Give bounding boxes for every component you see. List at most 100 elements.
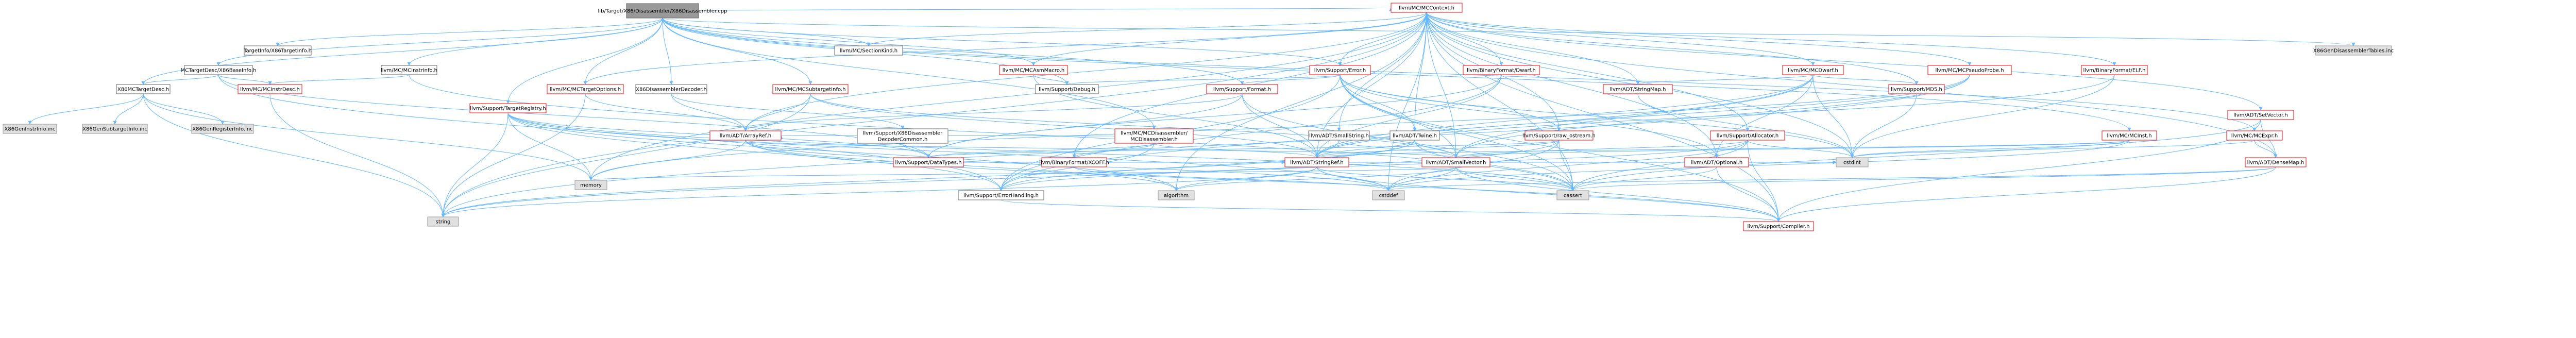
node-mctargetdesc[interactable]: X86MCTargetDesc.h [116,84,171,94]
node-box [1284,157,1349,167]
node-errorhandling[interactable]: llvm/Support/ErrorHandling.h [958,190,1044,200]
edge-root-to-mcexpr [662,18,2257,131]
node-mcinstrinfo_h[interactable]: llvm/MC/MCInstrInfo.h [381,65,437,75]
edge-mcdwarf-to-cstdint [1812,74,1854,158]
edge-mccontext-to-stringmap [1426,12,1640,85]
node-label: llvm/Support/Error.h [1314,68,1366,74]
node-string: string [427,216,459,227]
node-md5[interactable]: llvm/Support/MD5.h [1888,84,1945,94]
node-supporterror[interactable]: llvm/Support/Error.h [1309,65,1371,75]
node-mcinst[interactable]: llvm/MC/MCInst.h [2102,130,2157,141]
node-mcsubtargetinfo[interactable]: llvm/MC/MCSubtargetInfo.h [772,84,849,94]
node-label: memory [580,183,602,189]
node-box [547,84,624,94]
edge-md5-to-cstdint [1850,93,1917,158]
node-cstddef: cstddef [1372,190,1405,200]
edge-smallvector-to-algorithm [1174,166,1456,191]
node-mcinstrdesc[interactable]: llvm/MC/MCInstrDesc.h [238,84,302,94]
node-twine[interactable]: llvm/ADT/Twine.h [1389,130,1440,141]
node-label: llvm/MC/MCDisassembler/MCDisassembler.h [1121,131,1188,143]
edge-mccontext-to-allocator [1426,12,1750,131]
edge-mcexpr-to-densemap [2254,140,2278,158]
node-label: llvm/MC/MCTargetOptions.h [550,87,621,93]
edge-supportformat-to-datatypes [926,93,1243,158]
node-allocator[interactable]: llvm/Support/Allocator.h [1710,130,1785,141]
node-label: X86GenRegisterInfo.inc [192,127,253,132]
node-datatypes[interactable]: llvm/Support/DataTypes.h [893,157,964,167]
node-smallstring[interactable]: llvm/ADT/SmallString.h [1308,130,1370,141]
node-mcsectionkind[interactable]: llvm/MC/SectionKind.h [834,45,903,56]
node-mcpseudoprobe[interactable]: llvm/MC/MCPseudoProbe.h [1927,65,2012,75]
node-stringmap[interactable]: llvm/ADT/StringMap.h [1603,84,1673,94]
node-box [1041,157,1107,167]
node-box [834,45,903,56]
edge-mcinst-to-cstdint [1850,140,2130,158]
node-supportformat[interactable]: llvm/Support/Format.h [1206,84,1278,94]
edge-mccontext-to-twine [1413,12,1427,131]
node-label: X86DisassemblerDecoder.h [636,87,707,93]
node-mcexpr[interactable]: llvm/MC/MCExpr.h [2226,130,2283,141]
node-memory: memory [574,180,607,190]
node-label: llvm/Support/Compiler.h [1747,224,1809,230]
node-rawostream[interactable]: llvm/Support/raw_ostream.h [1522,130,1596,141]
node-box [184,65,253,75]
node-box [1158,190,1195,200]
edge-targetregistry-to-cassert [507,112,1575,191]
node-box [574,180,607,190]
edge-twine-to-stringref [1315,140,1415,158]
node-label: llvm/ADT/Optional.h [1691,160,1742,166]
edge-root-to-mcinstrinfo_h [407,18,663,66]
edge-mctargetdesc-to-memory [143,93,593,181]
edge-twine-to-string [441,140,1415,217]
node-label: llvm/Support/ErrorHandling.h [963,193,1039,199]
node-root[interactable]: lib/Target/X86/Disassembler/X86Disassemb… [598,3,727,19]
node-supportdebug[interactable]: llvm/Support/Debug.h [1035,84,1099,94]
node-label: X86GenDisassemblerTables.inc [2313,48,2394,54]
node-mcdwarf[interactable]: llvm/MC/MCDwarf.h [1782,65,1844,75]
node-arrayref[interactable]: llvm/ADT/ArrayRef.h [709,130,782,141]
node-mcasmmacro[interactable]: llvm/MC/MCAsmMacro.h [999,65,1068,75]
node-setvector[interactable]: llvm/ADT/SetVector.h [2227,110,2294,120]
node-box [2102,130,2157,141]
node-targetregistry[interactable]: llvm/Support/TargetRegistry.h [469,103,547,113]
node-label: llvm/BinaryFormat/Dwarf.h [1467,68,1536,74]
node-label: cstdint [1843,160,1861,166]
edge-mcdwarf-to-smallvector [1454,74,1814,158]
node-compiler[interactable]: llvm/Support/Compiler.h [1743,221,1814,231]
node-box [1308,130,1370,141]
edge-supporterror-to-cstdint [1340,74,1854,158]
node-box [1114,128,1194,144]
edge-supportformat-to-stringref [1242,93,1319,158]
node-box [469,103,547,113]
node-x86disasmdecoder[interactable]: X86DisassemblerDecoder.h [635,84,707,94]
node-binaryformatdwarf[interactable]: llvm/BinaryFormat/Dwarf.h [1463,65,1540,75]
node-optional[interactable]: llvm/ADT/Optional.h [1684,157,1749,167]
node-smallvector[interactable]: llvm/ADT/SmallVector.h [1421,157,1490,167]
edge-x86disasmdecodercommon-to-datatypes [902,143,930,158]
node-basicinfo[interactable]: MCTargetDesc/X86BaseInfo.h [181,65,257,75]
edge-stringref-to-algorithm [1174,166,1317,191]
node-mcdisassembler[interactable]: llvm/MC/MCDisassembler/MCDisassembler.h [1114,128,1194,144]
node-densemap[interactable]: llvm/ADT/DenseMap.h [2245,157,2307,167]
node-label: TargetInfo/X86TargetInfo.h [243,48,312,54]
node-elfh[interactable]: llvm/BinaryFormat/ELF.h [2081,65,2148,75]
node-stringref[interactable]: llvm/ADT/StringRef.h [1284,157,1349,167]
node-targetinfo[interactable]: TargetInfo/X86TargetInfo.h [243,45,312,56]
node-xcoff[interactable]: llvm/BinaryFormat/XCOFF.h [1039,157,1109,167]
node-box [772,84,849,94]
node-label: llvm/Support/Format.h [1213,87,1271,93]
edge-densemap-to-cassert [1571,166,2276,191]
node-mctargetoptions[interactable]: llvm/MC/MCTargetOptions.h [547,84,624,94]
node-mccontext[interactable]: llvm/MC/MCContext.h [1391,3,1463,13]
node-label: llvm/MC/MCExpr.h [2231,133,2278,139]
node-label: cassert [1564,193,1582,199]
edge-root-to-mcsectionkind [662,18,871,46]
edge-targetregistry-to-cstddef [507,112,1391,191]
edge-root-to-mcdisassembler [662,18,1156,129]
edge-errorhandling-to-compiler [1001,199,1781,222]
node-box [238,84,302,94]
node-label: llvm/ADT/SetVector.h [2233,113,2288,119]
node-label: llvm/ADT/Twine.h [1393,133,1437,139]
node-label: algorithm [1164,193,1189,199]
